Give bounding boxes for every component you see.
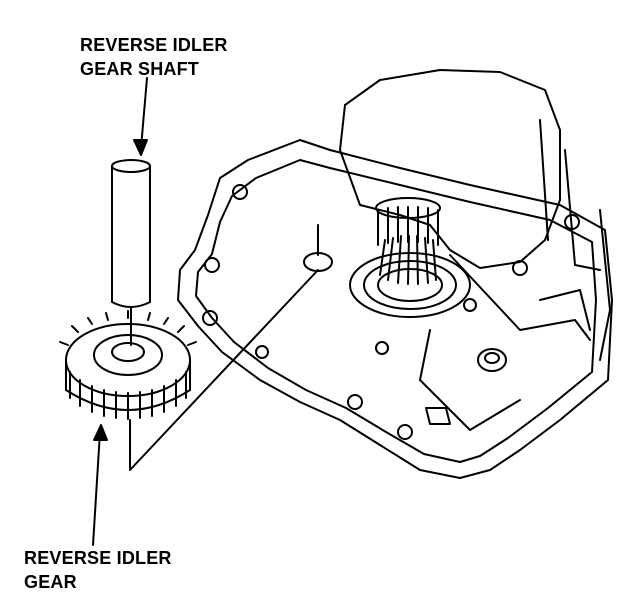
shaft-leader-arrow [133, 139, 148, 156]
shaft-label-line2: GEAR SHAFT [80, 59, 199, 79]
idler-gear-bore [111, 342, 145, 362]
bolt-hole [347, 394, 363, 410]
internal-rib-2 [419, 329, 521, 431]
housing-flange-inner [195, 159, 597, 463]
idler-gear-hub [93, 334, 163, 376]
bolt-hole [255, 345, 269, 359]
shaft-splines [377, 206, 439, 246]
idler-gear-top-teeth [59, 310, 197, 346]
internal-rib-3 [539, 289, 591, 331]
bolt-hole [463, 298, 477, 312]
threaded-boss [477, 348, 507, 372]
bolt-hole [397, 424, 413, 440]
internal-rib [449, 254, 591, 341]
threaded-boss-inner [484, 352, 500, 364]
bolt-hole [564, 214, 580, 230]
housing-flange-outline [177, 139, 613, 479]
bearing-inner [377, 268, 443, 302]
gear-alignment-line [129, 269, 319, 471]
helical-gear [379, 235, 437, 285]
idler-gear-side [65, 359, 191, 391]
gear-callout-label: REVERSE IDLER GEAR [24, 546, 172, 594]
bolt-hole [375, 341, 389, 355]
idler-shaft-top [111, 159, 151, 173]
upper-case-rib [539, 119, 549, 241]
upper-case-rib-2 [564, 149, 601, 271]
gear-label-line1: REVERSE IDLER [24, 548, 172, 568]
idler-shaft-body [111, 165, 151, 303]
bolt-hole [232, 184, 248, 200]
square-pocket [425, 407, 451, 425]
idler-shaft-bottom [111, 301, 151, 308]
bolt-hole [204, 257, 220, 273]
shaft-top [375, 197, 441, 219]
bolt-hole [512, 260, 528, 276]
upper-case-body [339, 69, 561, 269]
idler-gear-teeth [69, 371, 187, 420]
bearing-bore [349, 252, 471, 318]
gear-leader-line [92, 431, 101, 546]
bearing-race [363, 260, 457, 310]
gear-leader-arrow [93, 424, 108, 441]
shaft-callout-label: REVERSE IDLER GEAR SHAFT [80, 33, 228, 81]
bolt-hole [202, 310, 218, 326]
case-right-wall [599, 209, 611, 361]
shaft-leader-line [140, 77, 148, 149]
gear-label-line2: GEAR [24, 572, 77, 592]
shaft-label-line1: REVERSE IDLER [80, 35, 228, 55]
